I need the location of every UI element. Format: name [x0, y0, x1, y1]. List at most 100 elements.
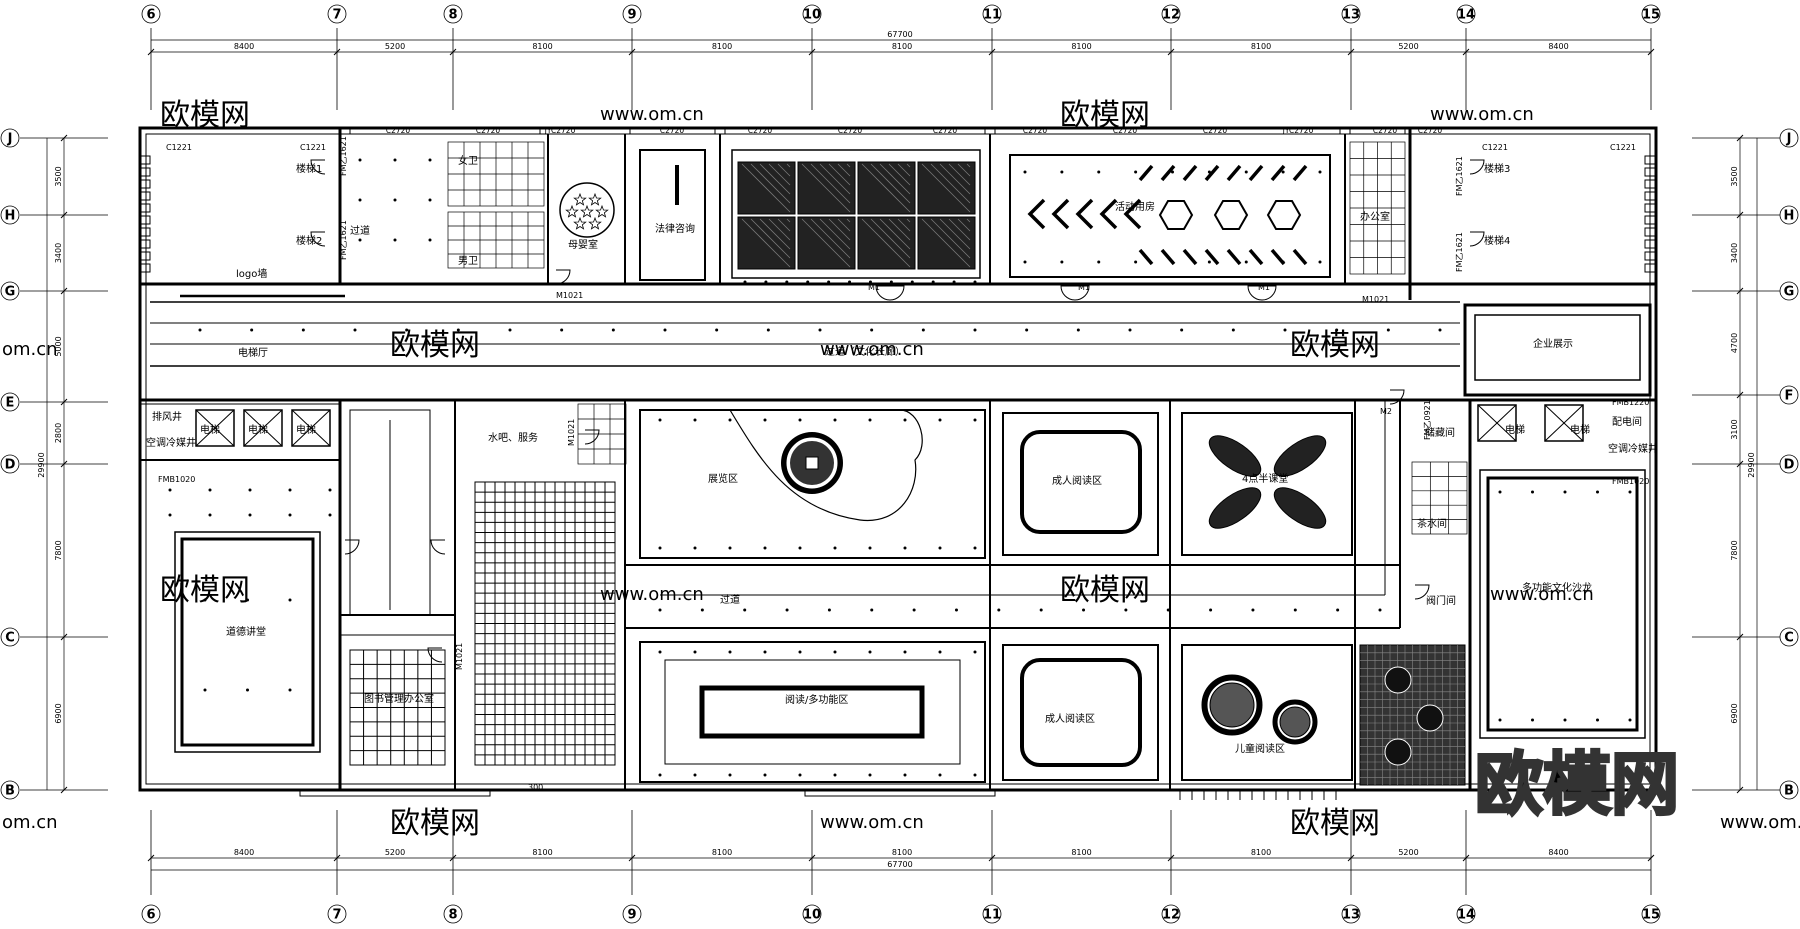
dim-tick	[147, 854, 155, 862]
tea-tiles	[1411, 461, 1468, 535]
hatch	[870, 163, 911, 204]
dim-tick	[628, 854, 636, 862]
dim-tick	[60, 134, 68, 142]
hatch	[750, 163, 791, 204]
dim-label: 8100	[892, 42, 912, 51]
dim-tick	[333, 48, 341, 56]
hatch	[837, 163, 851, 177]
hatch	[801, 218, 851, 268]
ceiling-dot	[1128, 328, 1132, 332]
ceiling-dot	[1244, 260, 1248, 264]
ceiling-dot	[868, 650, 872, 654]
hatch	[861, 163, 911, 213]
grid-bubble-row-F-right: F	[1779, 385, 1799, 405]
wm-url-6: www.om.cn	[820, 812, 924, 833]
tag-m1-2: M1	[1078, 283, 1090, 292]
label-corridor-top: 过道	[350, 224, 370, 237]
chevron	[1123, 198, 1142, 230]
hatch	[879, 218, 911, 250]
tag-m2: M2	[1380, 407, 1392, 416]
tag-fmb1220: FMB1220	[1612, 398, 1649, 407]
hatch	[957, 218, 971, 232]
grid-label-col: 8	[448, 8, 457, 23]
grid-label-row: E	[6, 396, 15, 411]
label-legal: 法律咨询	[655, 222, 695, 235]
label-stair-1: 楼梯1	[296, 162, 322, 175]
ceiling-dot	[1025, 328, 1029, 332]
ceiling-dot	[428, 158, 432, 162]
ceiling-dot	[903, 418, 907, 422]
grid-bubble-row-H-left: H	[0, 205, 20, 225]
door-swings	[310, 159, 1485, 663]
dim-tick	[60, 633, 68, 641]
ceiling-dot	[508, 328, 512, 332]
dim-total-label: 67700	[887, 30, 912, 39]
ceiling-dot	[1134, 170, 1138, 174]
window-tag: C2720	[660, 126, 685, 135]
ceiling-dot	[798, 650, 802, 654]
hatch	[921, 218, 971, 268]
ceiling-dot	[1628, 490, 1632, 494]
ceiling-dot	[938, 546, 942, 550]
lift-box	[195, 409, 235, 447]
wm-logo-big: 欧模网	[1475, 746, 1679, 825]
dim-label: 6900	[1730, 703, 1739, 723]
hatch	[810, 163, 851, 204]
window-left-fin	[139, 215, 151, 225]
ceiling-dot	[1076, 328, 1080, 332]
dim-label: 3400	[54, 243, 63, 263]
ceiling-dot	[1531, 718, 1534, 722]
slash-bottom	[1182, 248, 1198, 266]
ceiling-dot	[1134, 260, 1138, 264]
grid-label-row: C	[5, 631, 15, 646]
window-right-fin	[1644, 227, 1656, 237]
grid-bubble-col-10-top: 10	[802, 4, 822, 24]
ceiling-dot	[818, 328, 822, 332]
hatch	[897, 163, 911, 177]
ceiling-dot	[301, 328, 305, 332]
door-swing	[1469, 159, 1485, 175]
window-right-fin	[1644, 191, 1656, 201]
star	[565, 204, 579, 218]
ceiling-dot	[833, 650, 837, 654]
dim-tick	[60, 398, 68, 406]
ceiling-dot	[938, 773, 942, 777]
ceiling-dot	[868, 280, 872, 284]
window-right-fin	[1644, 155, 1656, 165]
door-swing	[310, 231, 326, 247]
label-mother-room: 母婴室	[568, 238, 598, 251]
hatch	[966, 163, 971, 168]
ceiling-dot	[728, 546, 732, 550]
grid-label-col: 13	[1342, 908, 1360, 923]
ceiling-dot	[246, 688, 249, 692]
grid-label-row: H	[5, 209, 16, 224]
slash-top	[1160, 164, 1176, 182]
ceiling-dot	[973, 546, 977, 550]
window-right-fin	[1644, 203, 1656, 213]
ceiling-dot	[248, 513, 252, 517]
ceiling-dot	[208, 488, 212, 492]
wm-7: 欧模网	[390, 806, 480, 841]
dim-label: 8100	[712, 848, 732, 857]
grid-bubble-col-6-top: 6	[141, 4, 161, 24]
dim-tick	[1647, 48, 1655, 56]
dim-label: 8400	[1548, 42, 1568, 51]
tag-fm1621-4: FM乙1621	[1455, 232, 1464, 272]
ceiling-dot	[868, 546, 872, 550]
grid-label-row: G	[1784, 285, 1795, 300]
ceiling-dot	[728, 773, 732, 777]
label-stair-2: 楼梯2	[296, 234, 322, 247]
dim-label: 2800	[54, 423, 63, 443]
ceiling-dot	[973, 650, 977, 654]
ceiling-dot	[353, 328, 357, 332]
window-right-fin	[1644, 167, 1656, 177]
lift-x	[1477, 404, 1517, 442]
dim-label: 5200	[1398, 42, 1418, 51]
label-corridor-mid: 过道	[720, 593, 740, 606]
grid-bubble-col-8-bottom: 8	[443, 904, 463, 924]
label-corridor-culture: 过道（文化长廊）	[825, 345, 905, 358]
ceiling-dot	[1438, 328, 1442, 332]
slash-bottom	[1204, 248, 1220, 266]
exhibit-graphics	[639, 409, 986, 559]
